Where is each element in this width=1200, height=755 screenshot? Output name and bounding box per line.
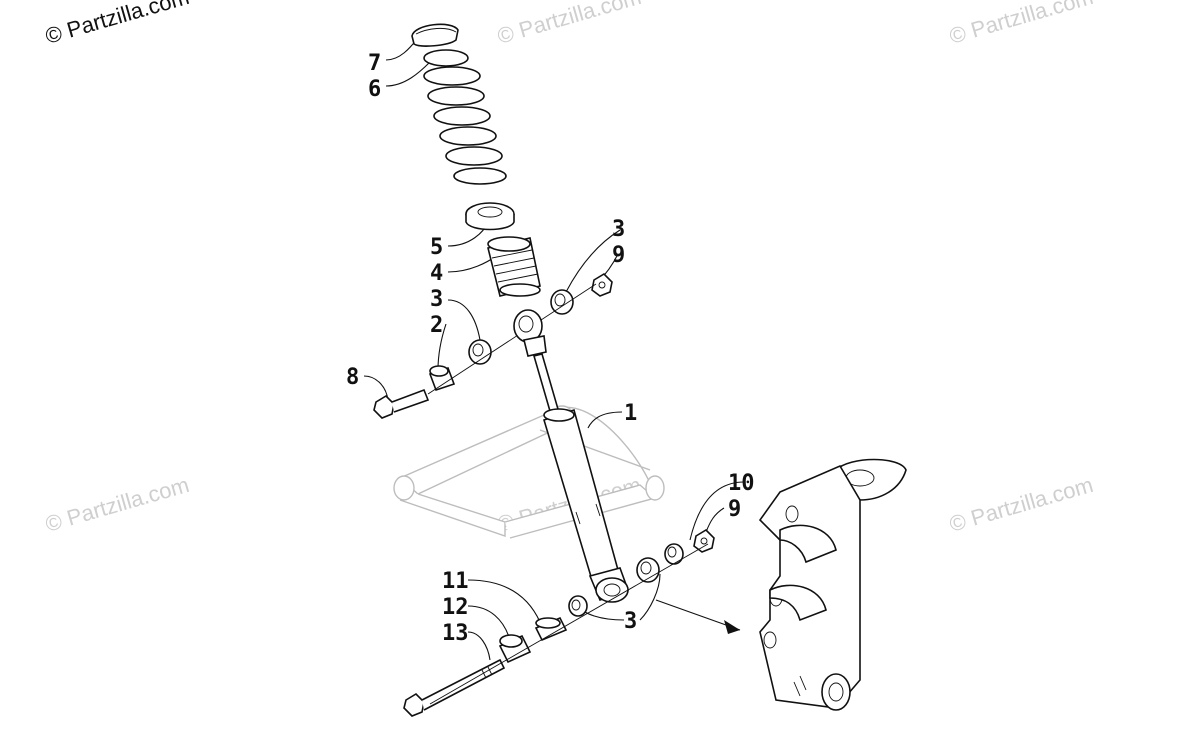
part-5-spring-adjuster <box>465 202 515 231</box>
watermark: © Partzilla.com <box>42 472 191 537</box>
callout-13: 13 <box>442 621 469 646</box>
part-8-bolt <box>373 388 430 419</box>
watermark: © Partzilla.com <box>946 0 1095 49</box>
callout-3: 3 <box>624 609 637 634</box>
callout-10: 10 <box>728 471 755 496</box>
watermark: © Partzilla.com <box>494 0 643 49</box>
part-3-washer-upper-right <box>550 289 574 315</box>
watermark: © Partzilla.com <box>946 472 1095 537</box>
callout-8: 8 <box>346 365 359 390</box>
callout-3: 3 <box>612 217 625 242</box>
callout-4: 4 <box>430 261 443 286</box>
callout-6: 6 <box>368 77 381 102</box>
callout-9: 9 <box>728 497 741 522</box>
callout-2: 2 <box>430 313 443 338</box>
part-11-spacer <box>534 616 568 642</box>
part-1-shock-absorber <box>513 309 630 603</box>
watermark: © Partzilla.com <box>42 0 191 49</box>
part-9-nut-upper <box>591 272 613 297</box>
part-9-nut-lower <box>693 528 715 553</box>
callout-5: 5 <box>430 235 443 260</box>
callout-11: 11 <box>442 569 469 594</box>
callout-9: 9 <box>612 243 625 268</box>
callout-7: 7 <box>368 51 381 76</box>
part-4-bumper-sleeve <box>487 236 541 297</box>
part-2-bushing <box>428 365 456 392</box>
part-13-long-bolt <box>403 658 506 717</box>
part-7-spring-cap <box>411 23 459 47</box>
steering-knuckle <box>758 458 907 711</box>
part-3-washer-lower-left <box>568 595 588 617</box>
part-10-washer <box>664 543 684 565</box>
callout-12: 12 <box>442 595 469 620</box>
callout-3: 3 <box>430 287 443 312</box>
part-12-bushing <box>498 634 532 664</box>
callout-1: 1 <box>624 401 637 426</box>
part-6-coil-spring <box>423 49 507 185</box>
leader-lines <box>363 37 745 661</box>
part-3-washer-upper-left <box>468 339 492 365</box>
part-3-washer-lower-right <box>636 557 660 583</box>
